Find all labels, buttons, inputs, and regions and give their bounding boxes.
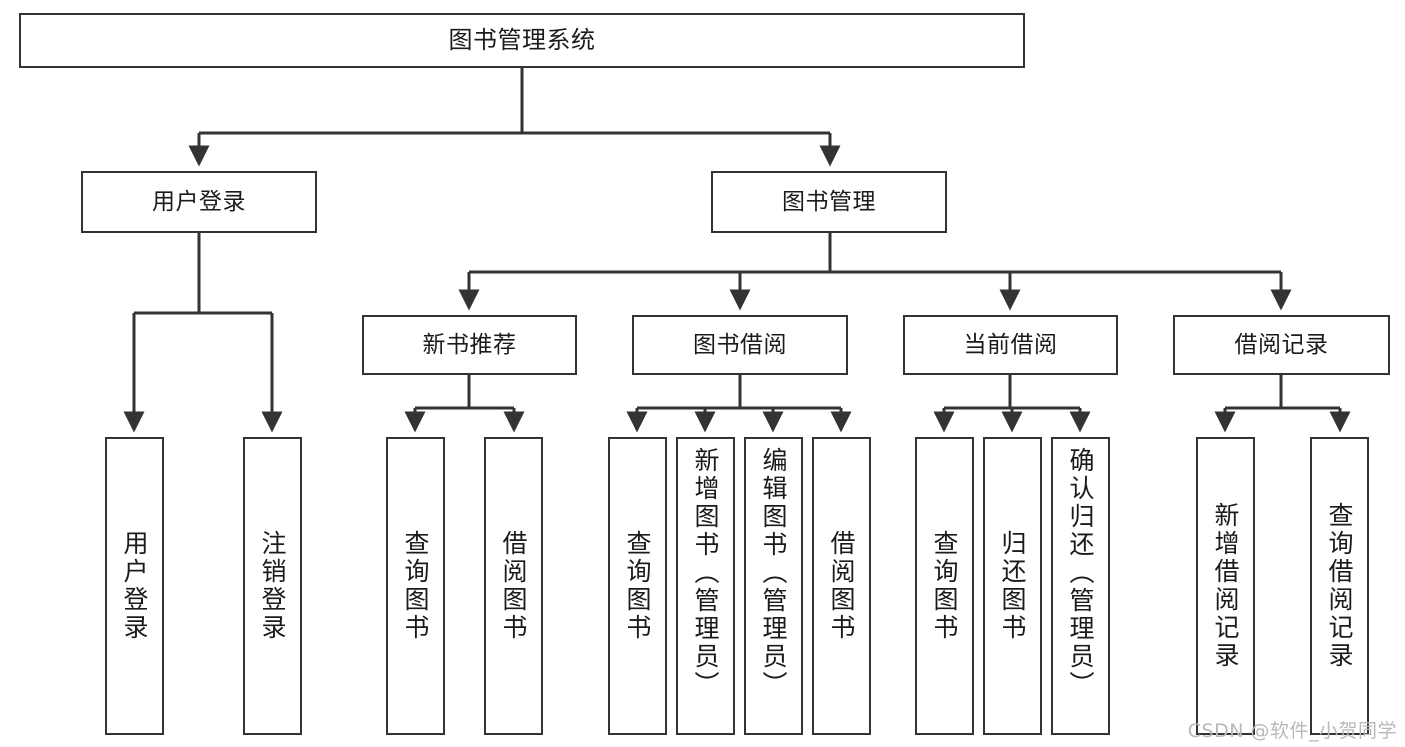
node-root[interactable]: 图书管理系统 bbox=[19, 13, 1025, 68]
node-leaf-current-query-book[interactable]: 查询图书 bbox=[915, 437, 974, 735]
node-leaf-new-borrow-book-label: 借阅图书 bbox=[499, 530, 528, 642]
node-leaf-edit-book-admin-label: 编辑图书（管理员） bbox=[759, 447, 788, 699]
node-leaf-confirm-return-admin-label: 确认归还（管理员） bbox=[1066, 447, 1095, 699]
node-leaf-borrow-query-book-label: 查询图书 bbox=[623, 530, 652, 642]
node-leaf-add-borrow-record-label: 新增借阅记录 bbox=[1211, 502, 1240, 670]
node-leaf-logout-label: 注销登录 bbox=[258, 530, 287, 642]
node-leaf-query-borrow-record[interactable]: 查询借阅记录 bbox=[1310, 437, 1369, 735]
node-leaf-new-query-book-label: 查询图书 bbox=[401, 530, 430, 642]
node-book-management[interactable]: 图书管理 bbox=[711, 171, 947, 233]
node-leaf-new-query-book[interactable]: 查询图书 bbox=[386, 437, 445, 735]
node-user-login-label: 用户登录 bbox=[152, 188, 246, 215]
node-leaf-new-borrow-book[interactable]: 借阅图书 bbox=[484, 437, 543, 735]
node-current-borrow[interactable]: 当前借阅 bbox=[903, 315, 1118, 375]
node-root-label: 图书管理系统 bbox=[448, 25, 596, 54]
node-borrow-record[interactable]: 借阅记录 bbox=[1173, 315, 1390, 375]
node-leaf-return-book-label: 归还图书 bbox=[998, 530, 1027, 642]
node-leaf-add-borrow-record[interactable]: 新增借阅记录 bbox=[1196, 437, 1255, 735]
node-new-book-recommend-label: 新书推荐 bbox=[422, 331, 517, 358]
node-leaf-query-borrow-record-label: 查询借阅记录 bbox=[1325, 502, 1354, 670]
node-leaf-borrow-book-label: 借阅图书 bbox=[827, 530, 856, 642]
node-current-borrow-label: 当前借阅 bbox=[963, 331, 1058, 358]
node-book-borrow-label: 图书借阅 bbox=[693, 331, 787, 358]
node-leaf-add-book-admin-label: 新增图书（管理员） bbox=[691, 447, 720, 699]
node-leaf-borrow-book[interactable]: 借阅图书 bbox=[812, 437, 871, 735]
node-leaf-current-query-book-label: 查询图书 bbox=[930, 530, 959, 642]
node-leaf-user-login[interactable]: 用户登录 bbox=[105, 437, 164, 735]
node-leaf-borrow-query-book[interactable]: 查询图书 bbox=[608, 437, 667, 735]
csdn-watermark: CSDN @软件_小贺同学 bbox=[1187, 720, 1397, 742]
node-leaf-add-book-admin[interactable]: 新增图书（管理员） bbox=[676, 437, 735, 735]
node-leaf-edit-book-admin[interactable]: 编辑图书（管理员） bbox=[744, 437, 803, 735]
node-leaf-return-book[interactable]: 归还图书 bbox=[983, 437, 1042, 735]
node-leaf-confirm-return-admin[interactable]: 确认归还（管理员） bbox=[1051, 437, 1110, 735]
node-new-book-recommend[interactable]: 新书推荐 bbox=[362, 315, 577, 375]
node-book-management-label: 图书管理 bbox=[782, 188, 876, 215]
node-leaf-user-login-label: 用户登录 bbox=[120, 530, 149, 642]
node-leaf-logout[interactable]: 注销登录 bbox=[243, 437, 302, 735]
node-user-login[interactable]: 用户登录 bbox=[81, 171, 317, 233]
node-borrow-record-label: 借阅记录 bbox=[1234, 331, 1329, 358]
node-book-borrow[interactable]: 图书借阅 bbox=[632, 315, 848, 375]
